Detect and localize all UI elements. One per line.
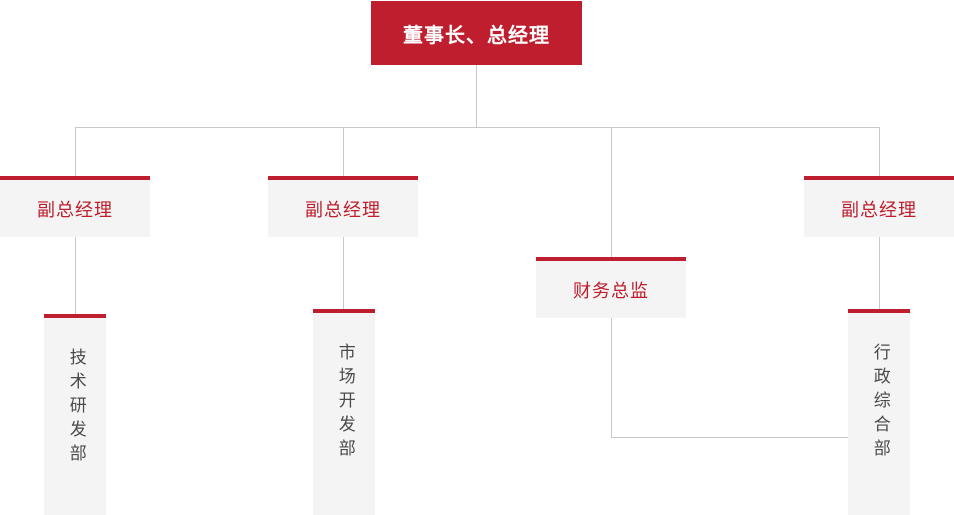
node-deputy-general-manager-2[interactable]: 副总经理	[268, 176, 418, 237]
node-dept-market-development[interactable]: 市场开发部	[313, 309, 375, 515]
connector-cfo-to-admin	[611, 437, 851, 438]
node-dept-technology-rnd[interactable]: 技术研发部	[44, 314, 106, 515]
node-label: 董事长、总经理	[403, 22, 550, 47]
connector-cfo-down	[611, 318, 612, 438]
connector-root-stem	[476, 64, 477, 128]
node-label: 副总经理	[305, 199, 381, 221]
connector-drop-vp3	[879, 127, 880, 177]
node-label: 行政综合部	[869, 343, 890, 463]
node-label: 市场开发部	[334, 343, 355, 463]
node-dept-administration[interactable]: 行政综合部	[848, 309, 910, 515]
node-deputy-general-manager-3[interactable]: 副总经理	[804, 176, 954, 237]
connector-vp2-to-dept2	[343, 237, 344, 315]
connector-horizontal-bus	[75, 127, 880, 128]
connector-vp1-to-dept1	[75, 237, 76, 315]
connector-drop-vp1	[75, 127, 76, 177]
node-label: 副总经理	[37, 199, 113, 221]
connector-drop-cfo	[611, 127, 612, 258]
node-label: 副总经理	[841, 199, 917, 221]
node-finance-director[interactable]: 财务总监	[536, 257, 686, 318]
connector-vp3-to-dept3	[879, 237, 880, 315]
node-label: 技术研发部	[65, 348, 86, 468]
connector-drop-vp2	[343, 127, 344, 177]
node-deputy-general-manager-1[interactable]: 副总经理	[0, 176, 150, 237]
node-label: 财务总监	[573, 280, 649, 302]
node-chairman-general-manager[interactable]: 董事长、总经理	[371, 1, 582, 65]
